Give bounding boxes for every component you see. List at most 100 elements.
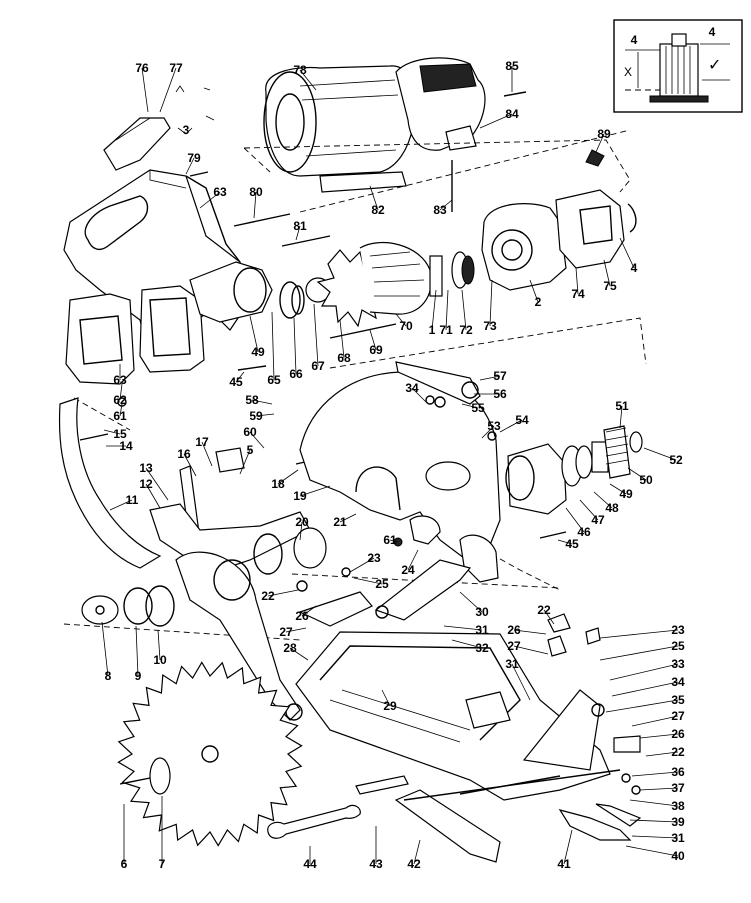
armature-assembly	[189, 241, 475, 328]
leader-line-66	[293, 317, 297, 375]
part-label-67: 67	[311, 359, 325, 373]
leader-line-33	[609, 663, 679, 681]
leader-line-51	[619, 405, 623, 429]
leader-line-80	[253, 191, 257, 219]
leader-line-12	[145, 483, 161, 509]
leader-line-79	[185, 157, 195, 175]
part-label-48: 48	[605, 501, 619, 515]
part-label-50: 50	[639, 473, 653, 487]
leader-line-13	[145, 467, 169, 501]
leader-line-49b	[609, 483, 627, 495]
inset-label-right: 4	[709, 25, 716, 39]
part-label-51: 51	[615, 399, 629, 413]
leader-line-41	[563, 829, 573, 865]
part-label-33: 33	[671, 657, 685, 671]
leader-line-21	[339, 513, 357, 523]
rings	[81, 527, 327, 627]
part-label-20: 20	[295, 515, 309, 529]
inset-check-mark: ✓	[708, 57, 721, 74]
part-label-65: 65	[267, 373, 281, 387]
leader-lines	[101, 66, 679, 865]
leader-line-82	[369, 185, 379, 211]
part-label-49b: 49	[619, 487, 633, 501]
spindle-assembly	[505, 425, 643, 515]
leader-line-29	[381, 689, 391, 707]
leader-line-27b	[513, 645, 549, 655]
part-label-37: 37	[671, 781, 685, 795]
leader-line-75	[603, 259, 611, 287]
part-label-31: 31	[475, 623, 489, 637]
leader-line-89	[595, 133, 605, 153]
part-label-32: 32	[475, 641, 489, 655]
leader-line-24	[407, 549, 419, 571]
leader-line-4	[619, 237, 635, 269]
part-label-34b: 34	[671, 675, 685, 689]
part-label-57: 57	[493, 369, 507, 383]
leader-line-63	[199, 191, 221, 209]
leader-line-31	[443, 625, 483, 631]
leader-line-59	[255, 413, 275, 417]
leader-line-53	[481, 425, 495, 439]
leader-line-2	[529, 279, 539, 303]
part-label-82: 82	[371, 203, 385, 217]
part-label-75: 75	[603, 279, 617, 293]
leader-line-28	[289, 647, 309, 661]
leader-line-35	[605, 699, 679, 713]
leader-line-17	[201, 441, 213, 467]
leader-line-1	[431, 289, 437, 331]
leader-line-42	[413, 839, 421, 865]
leader-line-32	[451, 639, 483, 649]
part-label-27c: 27	[671, 709, 685, 723]
leader-line-62	[119, 383, 123, 401]
switch-parts	[103, 85, 215, 171]
part-label-72: 72	[459, 323, 473, 337]
leader-line-48	[593, 491, 613, 509]
leader-line-38	[629, 799, 679, 807]
leader-line-18	[277, 469, 299, 485]
part-label-63: 63	[213, 185, 227, 199]
part-label-66: 66	[289, 367, 303, 381]
leader-line-50	[627, 467, 647, 481]
leader-line-23	[349, 557, 375, 573]
leader-line-40	[625, 845, 679, 857]
part-label-54: 54	[515, 413, 529, 427]
leader-line-57	[479, 375, 501, 381]
leader-line-77	[159, 67, 177, 113]
leader-line-25b	[599, 645, 679, 661]
part-label-38: 38	[671, 799, 685, 813]
part-label-25: 25	[375, 577, 389, 591]
leader-line-36	[631, 771, 679, 777]
blade-guard	[299, 371, 501, 583]
part-label-81: 81	[293, 219, 307, 233]
leader-line-9	[135, 625, 139, 677]
part-label-9: 9	[135, 669, 142, 683]
part-label-77: 77	[169, 61, 183, 75]
leader-line-30	[459, 591, 483, 613]
part-label-45b: 45	[565, 537, 579, 551]
leader-line-65	[271, 311, 275, 381]
leader-line-27c	[631, 715, 679, 727]
leader-line-31b	[511, 663, 531, 701]
leader-line-16	[183, 453, 197, 477]
leader-line-83	[439, 199, 453, 211]
leader-line-84	[479, 113, 513, 129]
part-label-15: 15	[113, 427, 127, 441]
leader-line-26b	[513, 629, 547, 635]
part-label-30: 30	[475, 605, 489, 619]
part-label-79: 79	[187, 151, 201, 165]
gear-housing	[481, 149, 637, 291]
saw-blade	[117, 661, 303, 847]
leader-line-19	[299, 485, 331, 497]
part-label-40: 40	[671, 849, 685, 863]
leader-line-67	[313, 303, 319, 367]
part-label-26c: 26	[671, 727, 685, 741]
leader-line-81	[295, 225, 301, 241]
leader-line-74	[575, 267, 579, 295]
leader-line-73	[489, 279, 493, 327]
leader-line-61b	[389, 539, 399, 543]
leader-line-39	[629, 819, 679, 823]
part-label-49: 49	[251, 345, 265, 359]
leader-line-37	[639, 787, 679, 791]
part-label-80: 80	[249, 185, 263, 199]
